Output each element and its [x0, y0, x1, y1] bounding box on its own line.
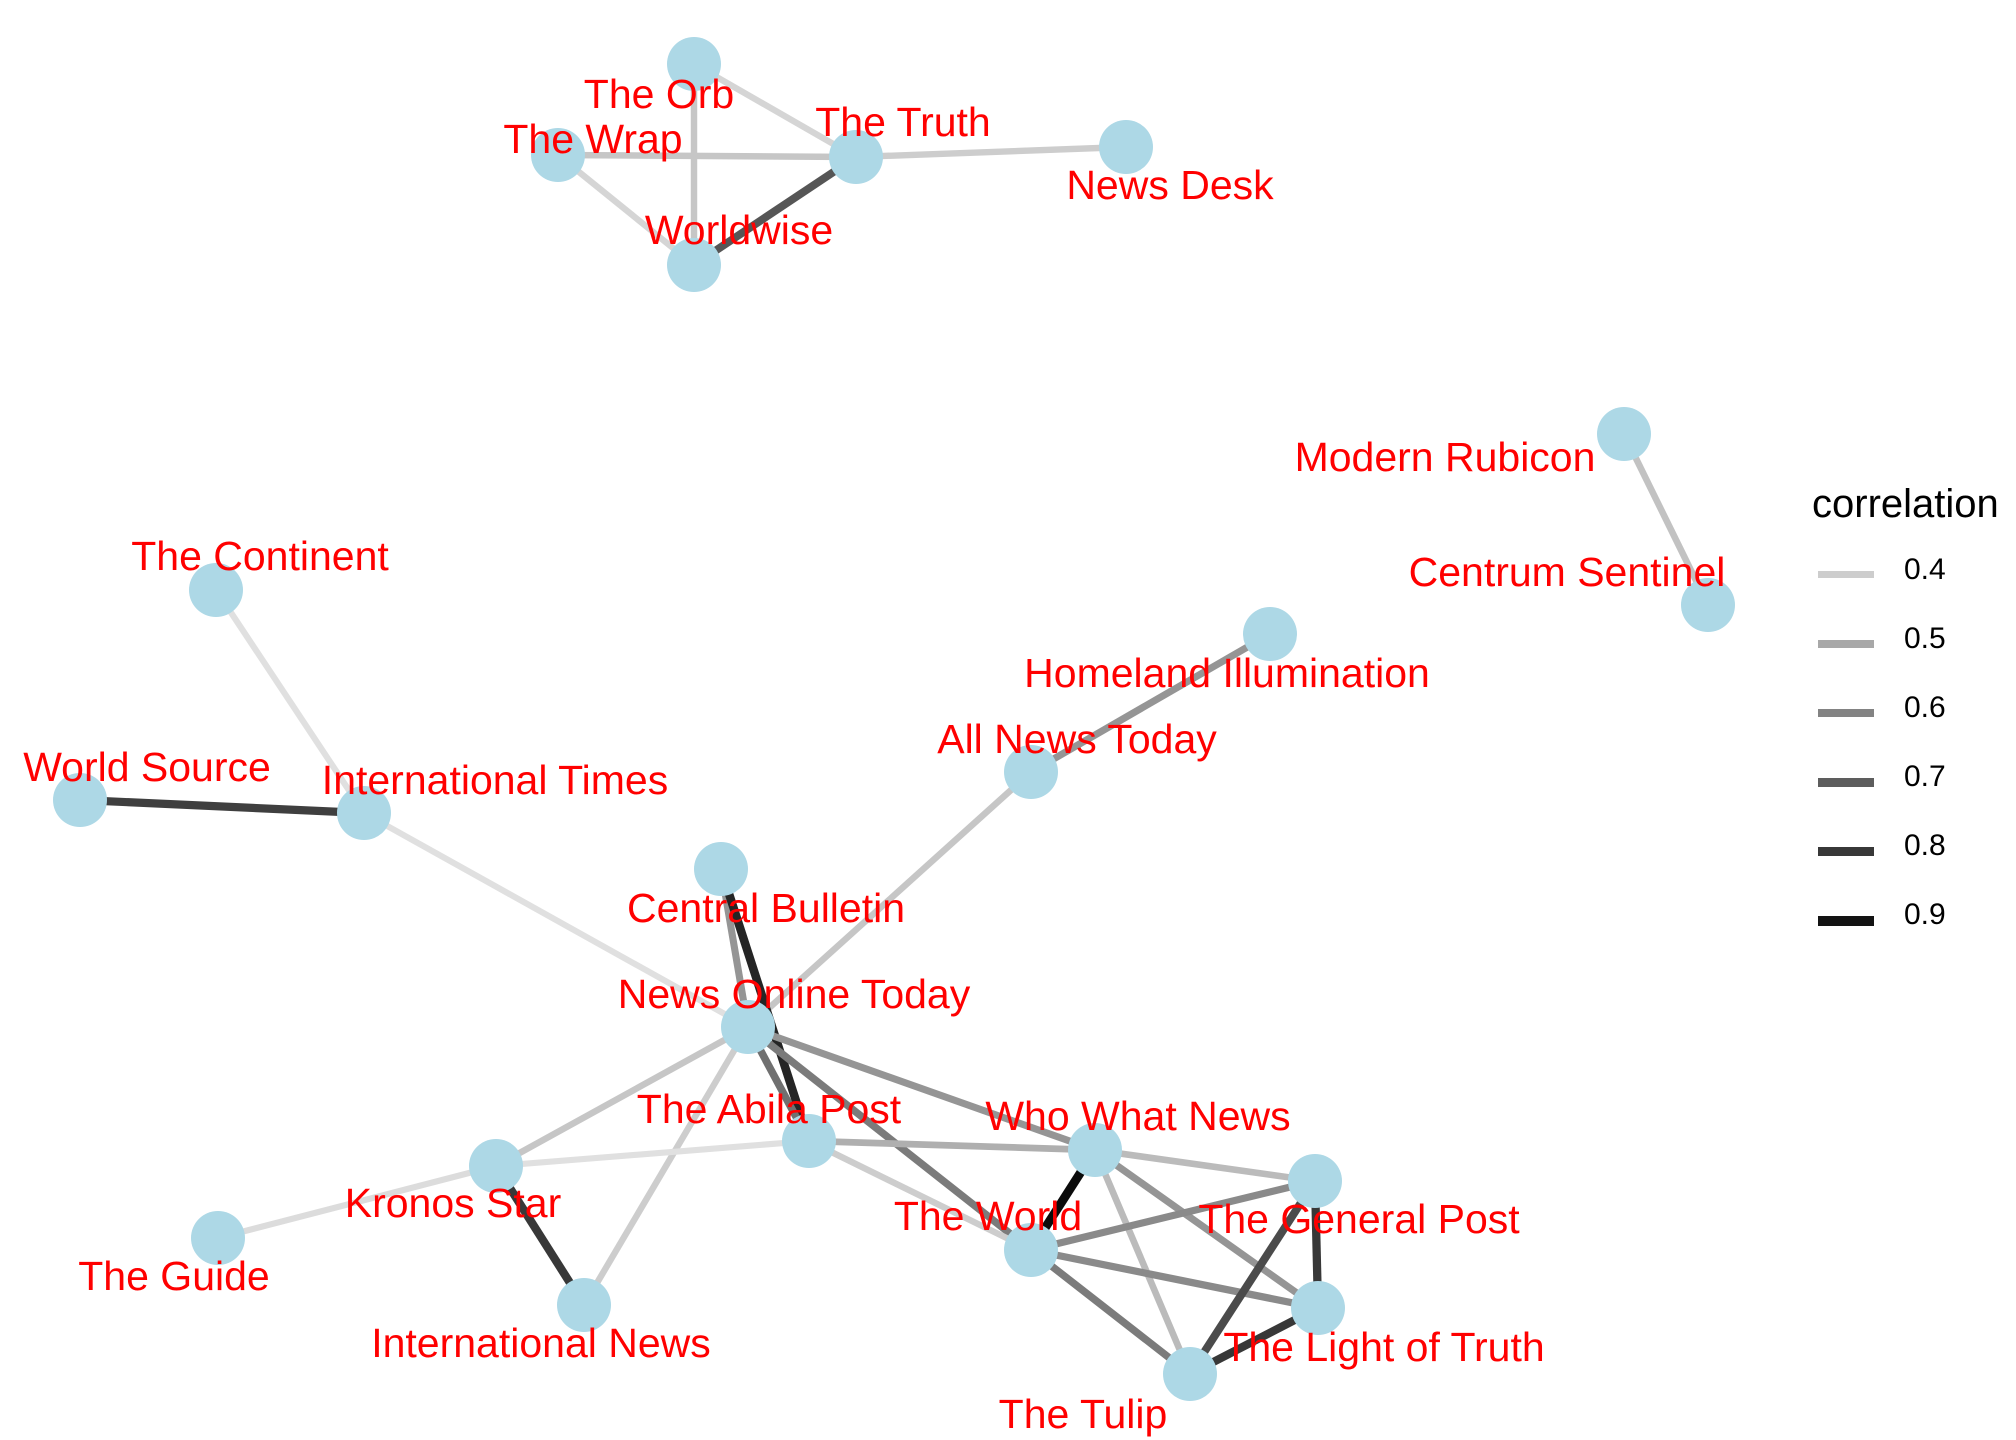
edge-the-continent-international-times [213, 588, 367, 815]
edge-kronos-star-international-news [492, 1163, 588, 1308]
node-label-homeland-illumination: Homeland Illumination [1024, 650, 1430, 696]
node-international-news [557, 1278, 611, 1332]
edge-kronos-star-the-abila-post [495, 1137, 810, 1170]
legend-label: 0.5 [1904, 622, 1946, 655]
node-modern-rubicon [1597, 407, 1651, 461]
node-label-the-continent: The Continent [131, 533, 389, 579]
node-label-who-what-news: Who What News [985, 1093, 1290, 1139]
edge-modern-rubicon-centrum-sentinel [1621, 432, 1711, 607]
edges-layer [79, 61, 1711, 1378]
legend-swatch [1818, 916, 1874, 926]
legend-entry: 0.7 [1812, 752, 2012, 821]
edge-the-orb-the-truth [692, 61, 858, 160]
edge-world-source-international-times [79, 795, 365, 818]
node-all-news-today [1004, 745, 1058, 799]
legend-label: 0.6 [1904, 691, 1946, 724]
edge-homeland-illumination-all-news-today [1029, 630, 1272, 776]
node-news-online-today [721, 1000, 775, 1054]
legend-swatch [1818, 709, 1874, 717]
edge-news-online-today-the-world [745, 1024, 1034, 1253]
edge-who-what-news-the-light-of-truth [1092, 1147, 1321, 1311]
edge-the-world-the-general-post [1030, 1177, 1316, 1254]
node-the-truth [829, 130, 883, 184]
legend-entry: 0.4 [1812, 545, 2012, 614]
legend-swatch [1818, 778, 1874, 787]
node-label-worldwise: Worldwise [645, 207, 833, 253]
edge-the-abila-post-the-world [807, 1138, 1033, 1253]
node-the-tulip [1163, 1347, 1217, 1401]
node-label-the-light-of-truth: The Light of Truth [1223, 1324, 1544, 1370]
edge-news-online-today-who-what-news [746, 1023, 1097, 1154]
legend-entry: 0.5 [1812, 614, 2012, 683]
node-label-international-times: International Times [322, 757, 668, 803]
node-the-wrap [531, 128, 585, 182]
node-label-the-world: The World [894, 1193, 1082, 1239]
node-the-light-of-truth [1291, 1281, 1345, 1335]
node-international-times [337, 786, 391, 840]
edge-the-truth-news-desk [855, 143, 1127, 161]
node-the-orb [667, 37, 721, 91]
node-the-general-post [1288, 1154, 1342, 1208]
node-label-the-orb: The Orb [584, 71, 734, 117]
node-label-the-tulip: The Tulip [999, 1391, 1168, 1437]
edge-the-wrap-worldwise [556, 152, 696, 268]
edge-the-wrap-the-truth [557, 151, 857, 161]
legend-entry: 0.8 [1812, 821, 2012, 890]
edge-kronos-star-the-guide [217, 1163, 497, 1241]
edge-the-abila-post-who-what-news [808, 1137, 1096, 1154]
legend-swatch [1818, 640, 1874, 648]
edge-all-news-today-news-online-today [745, 769, 1034, 1030]
node-label-the-wrap: The Wrap [503, 116, 682, 162]
node-label-the-abila-post: The Abila Post [637, 1086, 902, 1132]
correlation-legend: correlation 0.4 0.5 0.6 0.7 0.8 0.9 [1812, 482, 2012, 959]
node-worldwise [667, 238, 721, 292]
edge-the-general-post-the-tulip [1186, 1178, 1319, 1377]
node-label-all-news-today: All News Today [937, 716, 1217, 762]
edge-news-online-today-international-news [581, 1025, 751, 1307]
edge-worldwise-the-truth [691, 153, 859, 269]
node-label-the-general-post: The General Post [1198, 1196, 1520, 1242]
edge-international-times-news-online-today [362, 810, 750, 1030]
edge-central-bulletin-the-abila-post [716, 867, 814, 1143]
legend-title: correlation [1812, 482, 1999, 526]
node-label-the-truth: The Truth [815, 99, 990, 145]
legend-entry: 0.6 [1812, 683, 2012, 752]
legend-swatch [1818, 847, 1874, 856]
node-label-central-bulletin: Central Bulletin [627, 885, 905, 931]
legend-label: 0.8 [1904, 829, 1946, 862]
edge-who-what-news-the-tulip [1091, 1148, 1194, 1376]
legend-label: 0.9 [1904, 898, 1946, 931]
node-label-news-online-today: News Online Today [618, 971, 971, 1017]
edge-the-world-the-light-of-truth [1030, 1246, 1319, 1312]
legend-swatch [1818, 571, 1874, 578]
node-the-guide [191, 1211, 245, 1265]
node-news-desk [1099, 120, 1153, 174]
node-centrum-sentinel [1681, 578, 1735, 632]
edge-the-world-the-tulip [1028, 1247, 1193, 1377]
node-homeland-illumination [1243, 607, 1297, 661]
node-label-news-desk: News Desk [1066, 162, 1274, 208]
node-kronos-star [469, 1139, 523, 1193]
edge-who-what-news-the-general-post [1094, 1146, 1316, 1185]
node-the-abila-post [782, 1114, 836, 1168]
node-label-centrum-sentinel: Centrum Sentinel [1409, 549, 1726, 595]
node-label-kronos-star: Kronos Star [345, 1180, 562, 1226]
node-who-what-news [1068, 1123, 1122, 1177]
legend-label: 0.4 [1904, 553, 1946, 586]
node-label-the-guide: The Guide [78, 1253, 269, 1299]
node-label-modern-rubicon: Modern Rubicon [1295, 434, 1596, 480]
node-label-world-source: World Source [23, 744, 271, 790]
node-label-international-news: International News [371, 1320, 711, 1366]
nodes-layer [53, 37, 1735, 1401]
node-world-source [53, 773, 107, 827]
legend-label: 0.7 [1904, 760, 1946, 793]
node-the-world [1004, 1223, 1058, 1277]
legend-entry: 0.9 [1812, 890, 2012, 959]
edge-news-online-today-kronos-star [494, 1024, 750, 1169]
node-central-bulletin [694, 842, 748, 896]
node-the-continent [189, 563, 243, 617]
